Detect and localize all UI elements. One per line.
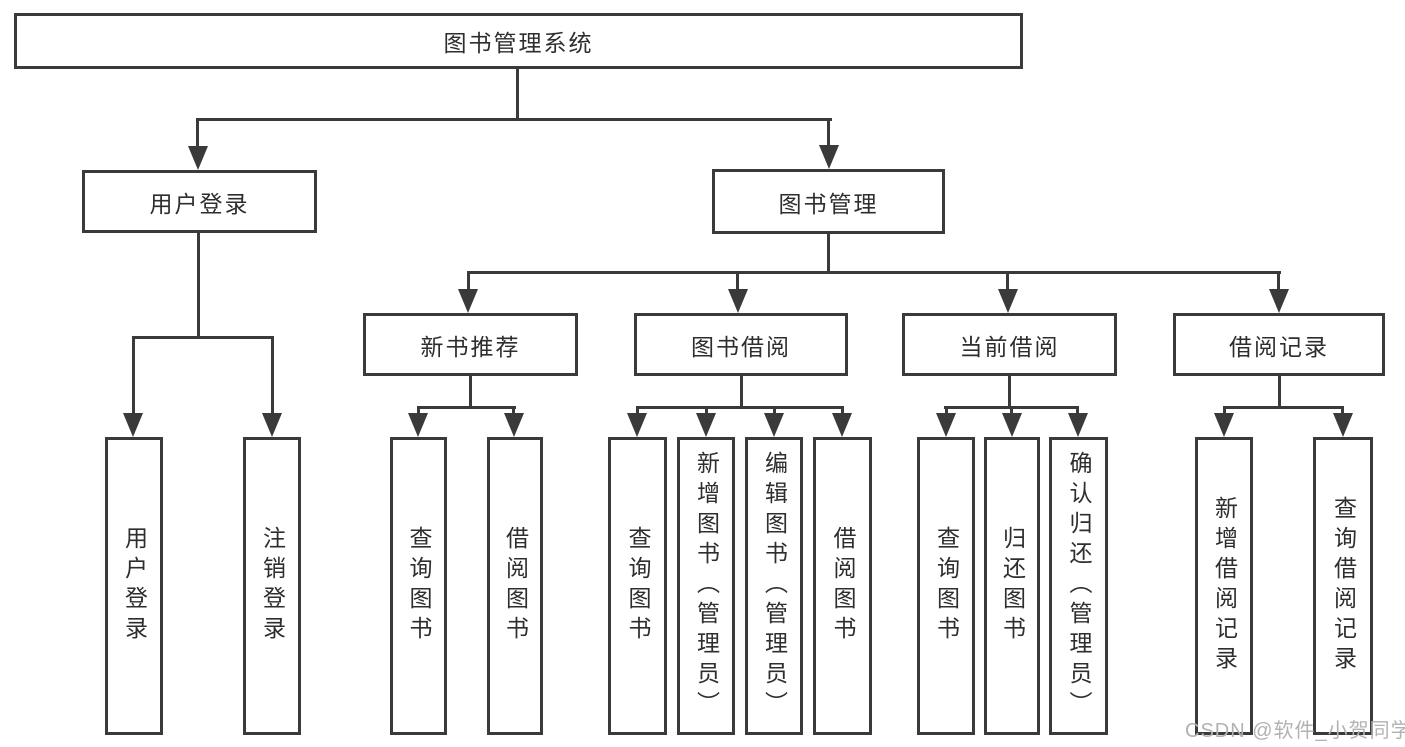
leaf-add-books-admin: 新增图书（管理员） [677,437,735,735]
connector-line [197,233,200,339]
connector-line [196,118,832,121]
leaf-query-books-recommend: 查询图书 [390,437,447,735]
node-library-management-system: 图书管理系统 [14,13,1023,69]
leaf-confirm-return-admin: 确认归还（管理员） [1049,437,1108,735]
connector-arrow [764,413,784,437]
node-label: 新书推荐 [420,333,521,360]
connector-arrow [1068,413,1088,437]
connector-line [1008,376,1011,409]
leaf-label: 注销登录 [259,526,286,646]
connector-line [469,376,472,409]
connector-line [827,118,830,150]
leaf-label: 借阅图书 [830,526,856,646]
connector-line [827,234,830,274]
leaf-label: 查询图书 [933,526,960,646]
connector-line [132,336,135,416]
connector-arrow [832,413,852,437]
connector-line [467,271,1281,274]
connector-arrow [1333,413,1353,437]
leaf-query-borrow-record: 查询借阅记录 [1313,437,1373,735]
connector-arrow [262,413,282,437]
leaf-label: 归还图书 [999,526,1026,646]
leaf-return-books: 归还图书 [984,437,1040,735]
leaf-edit-books-admin: 编辑图书（管理员） [745,437,803,735]
leaf-label: 查询图书 [625,526,651,646]
connector-arrow [728,289,748,313]
node-book-borrowing: 图书借阅 [634,313,848,376]
connector-line [1223,406,1344,409]
connector-line [1277,271,1280,296]
node-label: 图书借阅 [691,333,791,360]
connector-line [736,271,739,296]
connector-line [516,69,519,121]
connector-arrow [936,413,956,437]
connector-arrow [1269,289,1289,313]
connector-arrow [188,146,208,170]
node-current-borrowing: 当前借阅 [902,313,1117,376]
leaf-user-login: 用户登录 [105,437,163,735]
connector-line [636,406,843,409]
node-new-book-recommendation: 新书推荐 [363,313,578,376]
connector-arrow [998,289,1018,313]
csdn-watermark: CSDN @软件_小贺同学 [1185,720,1405,742]
connector-arrow [123,413,143,437]
node-label: 图书管理系统 [443,30,594,56]
leaf-label: 新增借阅记录 [1211,496,1238,676]
connector-line [467,271,470,296]
connector-arrow [819,145,839,169]
node-label: 当前借阅 [959,333,1060,360]
connector-arrow [504,413,524,437]
leaf-borrow-books-recommend: 借阅图书 [487,437,543,735]
leaf-label: 用户登录 [121,526,148,646]
connector-arrow [627,413,647,437]
connector-line [1278,376,1281,409]
connector-line [417,406,516,409]
connector-line [132,336,274,339]
leaf-label: 借阅图书 [502,526,529,646]
leaf-logout: 注销登录 [243,437,301,735]
connector-line [271,336,274,416]
leaf-label: 新增图书（管理员） [693,451,720,721]
node-user-login: 用户登录 [82,170,317,233]
leaf-add-borrow-record: 新增借阅记录 [1195,437,1253,735]
leaf-label: 查询图书 [406,526,432,646]
leaf-query-books-borrowing: 查询图书 [608,437,667,735]
node-borrowing-records: 借阅记录 [1173,313,1385,376]
node-label: 用户登录 [149,190,250,217]
connector-arrow [408,413,428,437]
node-book-management: 图书管理 [712,169,945,234]
connector-arrow [1002,413,1022,437]
connector-arrow [696,413,716,437]
leaf-query-books-current: 查询图书 [917,437,975,735]
node-label: 借阅记录 [1229,333,1329,360]
connector-arrow [1214,413,1234,437]
connector-line [740,376,743,409]
connector-line [196,118,199,150]
leaf-label: 编辑图书（管理员） [761,451,788,721]
leaf-label: 查询借阅记录 [1330,496,1357,676]
connector-line [1006,271,1009,296]
connector-arrow [458,289,478,313]
leaf-borrow-books-borrowing: 借阅图书 [813,437,872,735]
node-label: 图书管理 [778,190,879,217]
leaf-label: 确认归还（管理员） [1066,451,1092,721]
